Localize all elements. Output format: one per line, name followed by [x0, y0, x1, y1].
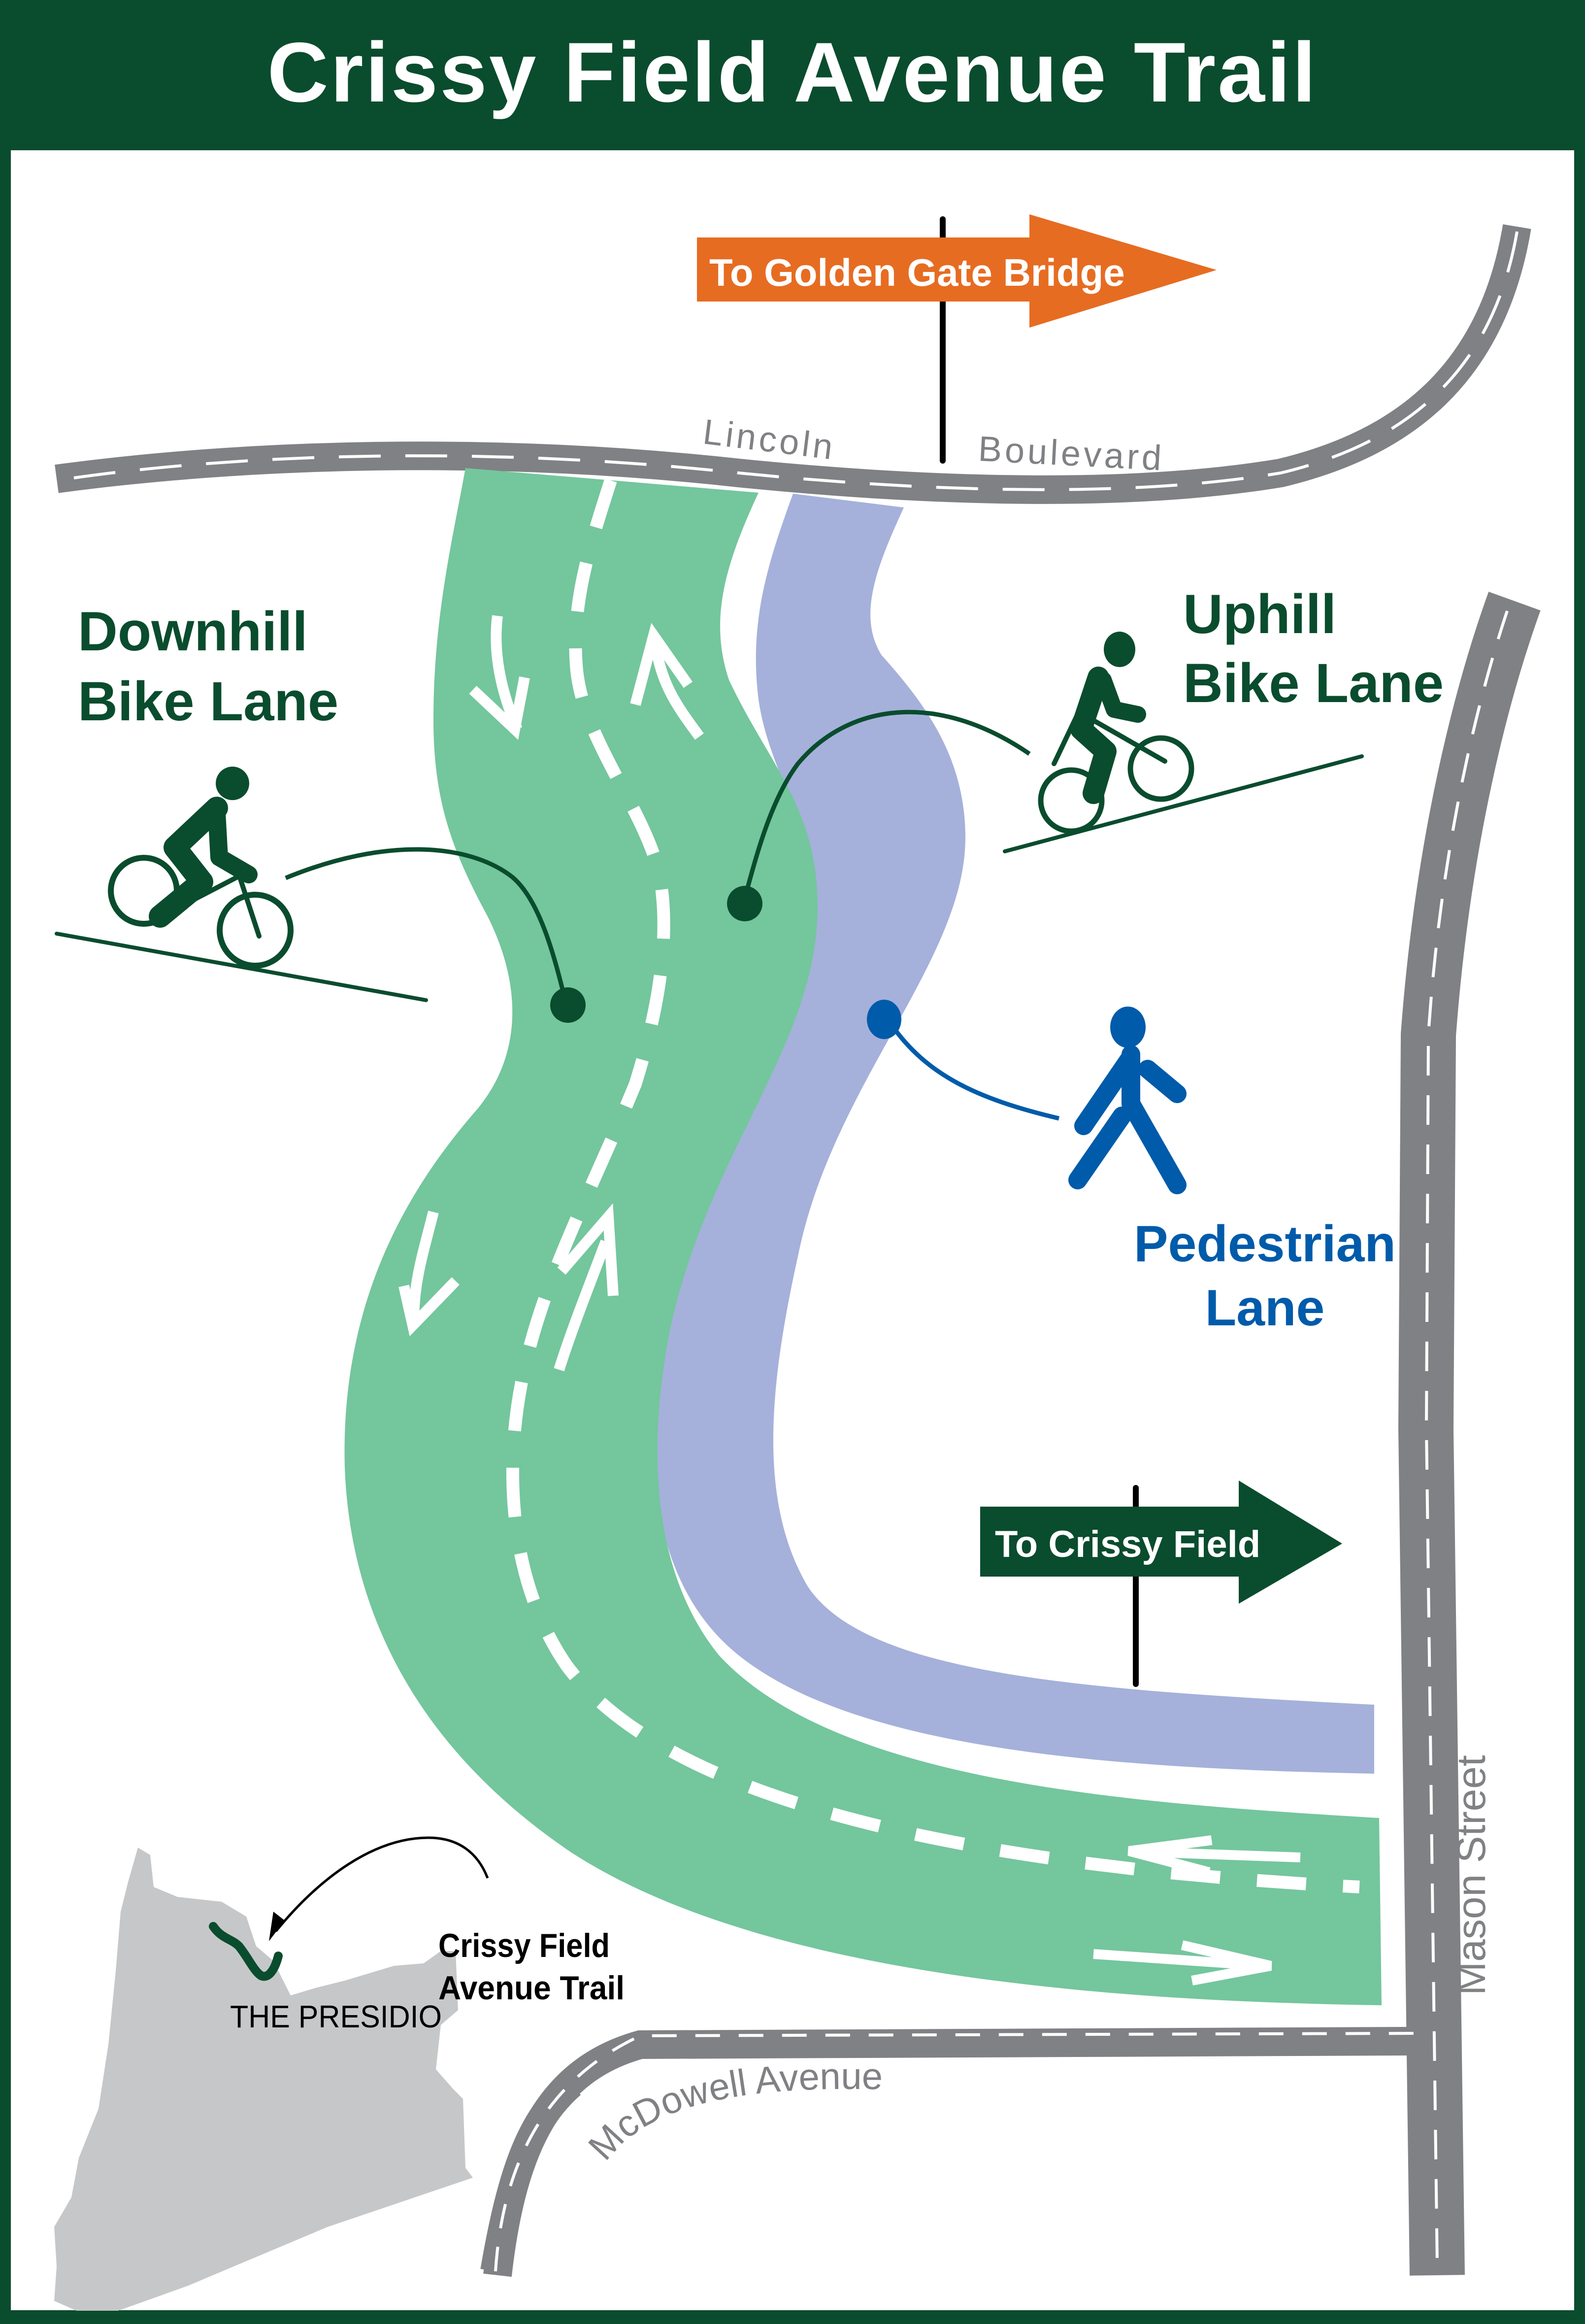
pedestrian-lane	[653, 494, 1374, 1774]
inset-callout-line2: Avenue Trail	[438, 1969, 625, 2007]
pedestrian-label-line1: Pedestrian	[1134, 1215, 1396, 1273]
inset-callout-line1: Crissy Field	[438, 1927, 610, 1964]
downhill-arrow-top	[469, 615, 530, 740]
mason-street-road	[1398, 591, 1541, 2276]
uphill-arrow-bottom	[1127, 1835, 1301, 1877]
mcdowell-avenue-label: McDowell Avenue	[580, 2055, 883, 2168]
downhill-marker-dot	[550, 987, 586, 1023]
pedestrian-leader	[867, 1000, 1060, 1121]
downhill-arrow-bottom	[1093, 1940, 1272, 1986]
page-title: Crissy Field Avenue Trail	[267, 25, 1318, 120]
golden-gate-sign: To Golden Gate Bridge	[697, 214, 1217, 464]
mason-street-label: Mason Street	[1449, 1755, 1494, 1995]
presidio-label: THE PRESIDIO	[230, 1999, 442, 2034]
title-bar: Crissy Field Avenue Trail	[0, 0, 1585, 150]
trail-locator-icon	[209, 1922, 283, 1981]
presidio-inset-map: THE PRESIDIO Crissy Field Avenue Trail	[54, 1836, 625, 2311]
downhill-label-line1: Downhill	[78, 601, 308, 662]
inset-callout-arrow	[275, 1836, 489, 1932]
bike-lane-center-line	[506, 478, 1360, 1893]
crissy-field-sign: To Crissy Field	[980, 1481, 1342, 1687]
walking-person-icon	[1068, 1007, 1187, 1194]
bike-lane	[344, 468, 1382, 2005]
uphill-cyclist-icon	[1003, 632, 1364, 853]
pedestrian-marker-dot	[867, 1000, 901, 1039]
pedestrian-label-line2: Lane	[1205, 1280, 1325, 1337]
downhill-label-line2: Bike Lane	[78, 671, 338, 732]
downhill-cyclist-icon	[55, 767, 428, 1002]
crissy-field-sign-label: To Crissy Field	[995, 1523, 1260, 1565]
boulevard-label: Boulevard	[977, 429, 1165, 478]
uphill-leader	[727, 709, 1031, 921]
presidio-outline	[54, 1848, 473, 2311]
golden-gate-sign-label: To Golden Gate Bridge	[709, 251, 1125, 294]
mcdowell-avenue-road	[480, 2027, 1419, 2277]
arrowhead-icon	[269, 1912, 285, 1941]
uphill-marker-dot	[727, 886, 762, 921]
uphill-arrow-mid	[554, 1203, 619, 1372]
downhill-arrow-mid	[398, 1211, 460, 1337]
lincoln-boulevard-road	[55, 224, 1531, 504]
downhill-leader	[285, 847, 586, 1023]
uphill-label-line1: Uphill	[1183, 583, 1336, 645]
uphill-arrow-top	[630, 623, 704, 740]
uphill-label-line2: Bike Lane	[1183, 652, 1444, 714]
